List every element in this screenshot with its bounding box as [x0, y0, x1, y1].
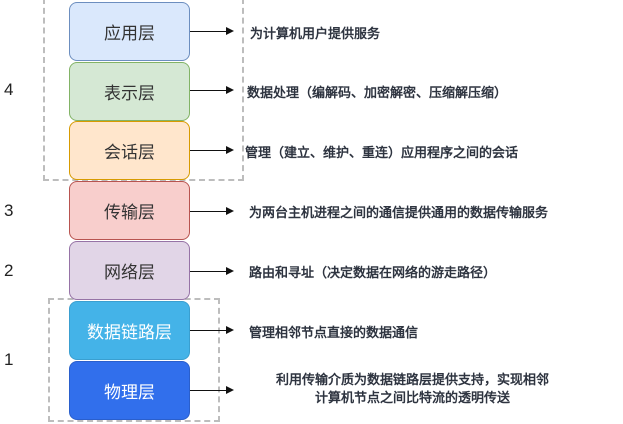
layer-presentation: 表示层 — [69, 62, 190, 121]
layer-label: 传输层 — [104, 203, 155, 223]
layer-physical: 物理层 — [69, 361, 190, 420]
description-transport: 为两台主机进程之间的通信提供通用的数据传输服务 — [249, 206, 549, 221]
description-physical-line-1: 利用传输介质为数据链路层提供支持，实现相邻 — [275, 373, 549, 388]
arrow-right-icon — [190, 386, 234, 394]
description-physical: 利用传输介质为数据链路层提供支持，实现相邻 计算机节点之间比特流的透明传送 — [240, 372, 585, 408]
arrow-right-icon — [190, 146, 234, 154]
description-presentation: 数据处理（编解码、加密解密、压缩解压缩） — [247, 86, 508, 101]
group-number-lower: 1 — [4, 350, 14, 369]
arrow-right-icon — [190, 267, 234, 275]
group-number-network: 2 — [4, 261, 14, 280]
layer-label: 数据链路层 — [87, 323, 172, 343]
description-application: 为计算机用户提供服务 — [250, 27, 381, 42]
description-data-link: 管理相邻节点直接的数据通信 — [249, 326, 419, 341]
layer-label: 表示层 — [104, 84, 155, 104]
layer-transport: 传输层 — [69, 181, 190, 240]
upper-layers-group — [43, 0, 244, 181]
layer-label: 会话层 — [104, 143, 155, 163]
layer-data-link: 数据链路层 — [69, 301, 190, 360]
layer-application: 应用层 — [69, 2, 190, 61]
layer-label: 物理层 — [104, 383, 155, 403]
layer-network: 网络层 — [69, 241, 190, 300]
layer-label: 应用层 — [104, 24, 155, 44]
arrow-right-icon — [190, 27, 234, 35]
group-number-transport: 3 — [4, 201, 14, 220]
layer-label: 网络层 — [104, 263, 155, 283]
description-session: 管理（建立、维护、重连）应用程序之间的会话 — [245, 146, 519, 161]
group-number-upper: 4 — [4, 80, 14, 99]
arrow-right-icon — [190, 207, 234, 215]
layer-session: 会话层 — [69, 121, 190, 180]
arrow-right-icon — [190, 326, 234, 334]
description-physical-line-2: 计算机节点之间比特流的透明传送 — [314, 391, 510, 406]
description-network: 路由和寻址（决定数据在网络的游走路径） — [249, 266, 497, 281]
arrow-right-icon — [190, 86, 234, 94]
